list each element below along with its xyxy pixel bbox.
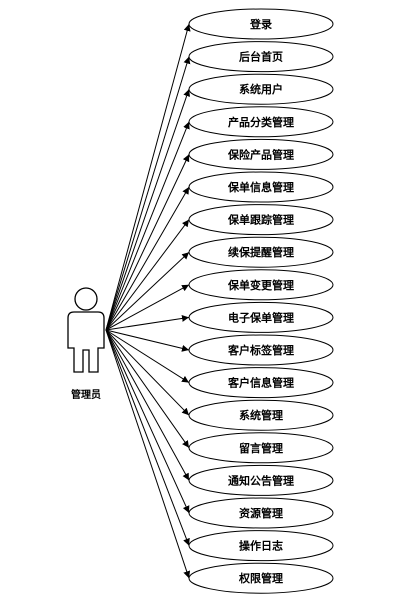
use-case-label: 产品分类管理 [228,115,294,129]
use-case-label: 后台首页 [239,50,283,64]
use-case-label: 留言管理 [239,441,283,455]
use-case-label: 通知公告管理 [228,473,294,487]
use-case-label: 系统用户 [239,82,283,96]
use-case-ellipse [188,106,334,138]
association-arrow [105,329,191,579]
use-case-ellipse [188,432,334,464]
use-case: 系统用户 [188,73,334,105]
use-case: 产品分类管理 [188,106,334,138]
use-case: 资源管理 [188,497,334,529]
association-arrow [105,329,190,384]
use-case: 留言管理 [188,432,334,464]
use-case-label: 保单信息管理 [227,180,294,194]
use-case-ellipse [188,464,334,496]
use-case-label: 客户标签管理 [227,343,294,357]
use-case: 保险产品管理 [188,138,334,170]
use-case: 权限管理 [188,562,334,594]
association-arrow [105,329,190,514]
actor-figure [67,287,105,373]
use-case-ellipse [188,269,334,301]
use-case-label: 电子保单管理 [228,310,294,324]
actor-label: 管理员 [71,388,101,401]
use-case: 客户标签管理 [188,334,334,366]
use-case-label: 保单跟踪管理 [227,213,294,227]
association-arrow [105,329,190,481]
use-case: 保单变更管理 [188,269,334,301]
use-case: 客户信息管理 [188,367,334,399]
use-case: 操作日志 [188,530,334,562]
use-case-ellipse [188,334,334,366]
use-case-label: 续保提醒管理 [228,245,294,259]
use-case: 通知公告管理 [188,464,334,496]
association-arrow [105,329,190,416]
association-arrow [105,23,191,331]
use-case: 续保提醒管理 [188,236,334,268]
use-case-ellipse [188,73,334,105]
use-case-ellipse [188,171,334,203]
use-case-ellipse [188,497,334,529]
use-case-ellipse [188,301,334,333]
association-arrow [105,314,190,331]
use-case: 保单跟踪管理 [188,204,334,236]
use-case-ellipse [188,236,334,268]
use-case-label: 客户信息管理 [227,376,294,390]
use-case: 登录 [188,8,334,40]
association-arrow [105,154,190,331]
association-arrow [105,329,190,352]
use-case-ellipse [188,138,334,170]
use-case-label: 操作日志 [239,539,283,553]
association-arrow [105,329,190,449]
use-case-label: 资源管理 [239,506,283,520]
use-case-ellipse [188,204,334,236]
association-arrow [105,329,190,546]
use-case-label: 保单变更管理 [227,278,294,292]
use-case-ellipse [188,367,334,399]
use-case-label: 保险产品管理 [227,147,294,161]
association-arrow [105,121,190,331]
actor-body [67,311,105,373]
use-case: 后台首页 [188,41,334,73]
association-arrow [105,251,190,331]
use-case: 系统管理 [188,399,334,431]
use-case: 电子保单管理 [188,301,334,333]
use-case-ellipse [188,530,334,562]
association-arrow [105,219,190,331]
use-case-ellipse [188,562,334,594]
use-case-label: 系统管理 [239,408,283,422]
use-case-label: 权限管理 [238,571,283,585]
use-case: 保单信息管理 [188,171,334,203]
connectors [105,23,191,579]
association-arrow [105,56,191,331]
association-arrow [105,284,190,331]
actor-head [74,287,98,311]
use-case-label: 登录 [249,17,272,31]
association-arrow [105,89,191,331]
use-case-ellipse [188,399,334,431]
use-case-ellipse [188,41,334,73]
use-case-list: 登录后台首页系统用户产品分类管理保险产品管理保单信息管理保单跟踪管理续保提醒管理… [188,8,334,594]
use-case-ellipse [188,8,334,40]
association-arrow [105,186,190,331]
